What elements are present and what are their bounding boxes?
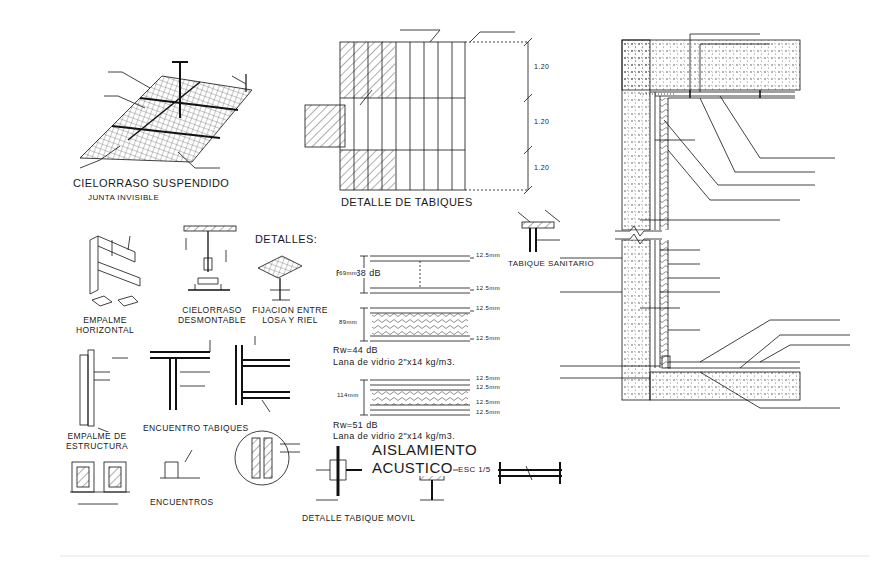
drawing-label: 12.5mm (476, 285, 500, 292)
drawing-label: 12.5mm (476, 335, 500, 342)
small-details (70, 431, 562, 504)
drawing-label: JUNTA INVISIBLE (88, 193, 159, 202)
drawing-label: 1.20 (534, 118, 549, 126)
drawing-label: 12.5mm (476, 305, 500, 312)
drawing-label: CIELORRASO SUSPENDIDO (73, 177, 229, 190)
drawing-label: ESC 1/5 (458, 465, 491, 474)
drawing-label: 1.20 (534, 164, 549, 172)
drawing-label: ENCUENTRO TABIQUES (143, 424, 249, 434)
drawing-label: TABIQUE SANITARIO (508, 259, 594, 268)
fijacion-losa-riel (258, 256, 302, 300)
encuentro-tabiques (150, 336, 290, 412)
drawing-label: 12.5mm (476, 252, 500, 259)
drawing-label: 114mm (337, 392, 359, 399)
drawing-label: 12.5mm (476, 409, 500, 416)
drawing-label: 69mm (339, 270, 357, 277)
drawing-label: DETALLES: (255, 233, 317, 246)
tabique-sanitario (518, 210, 560, 252)
suspended-ceiling (80, 62, 252, 168)
drawing-label: 12.5mm (476, 384, 500, 391)
drawing-label: Lana de vidrio 2"x14 kg/m3. (333, 431, 455, 441)
drawing-label: EMPALME DE ESTRUCTURA (58, 432, 136, 452)
wall-ceiling-section (560, 34, 850, 408)
drawing-label: DETALLE TABIQUE MOVIL (302, 514, 415, 524)
drawing-label: AISLAMIENTO (372, 441, 477, 458)
drawing-label: DETALLE DE TABIQUES (341, 196, 473, 209)
drawing-label: EMPALME HORIZONTAL (66, 316, 144, 336)
drawing-label: Lana de vidrio 2"x14 kg/m3. (333, 357, 455, 367)
drawing-label: 12.5mm (476, 399, 500, 406)
drawing-label: 12.5mm (476, 375, 500, 382)
drawing-label: Rw=44 dB (333, 345, 378, 355)
drawing-label: ACUSTICO (372, 459, 453, 476)
drawing-label: 1.20 (534, 63, 549, 71)
drawing-label: Rw=51 dB (333, 420, 378, 430)
partition-layout (305, 30, 532, 194)
empalme-estructura (80, 350, 128, 436)
cielorraso-desmontable (184, 226, 236, 290)
drawing-label: CIELORRASO DESMONTABLE (174, 306, 250, 326)
acoustic-wall-sections (360, 256, 474, 415)
drawing-label: ENCUENTROS (150, 498, 214, 508)
drawing-label: 89mm (339, 319, 357, 326)
empalme-horizontal (90, 236, 140, 306)
drawing-label: FIJACION ENTRE LOSA Y RIEL (250, 306, 330, 326)
